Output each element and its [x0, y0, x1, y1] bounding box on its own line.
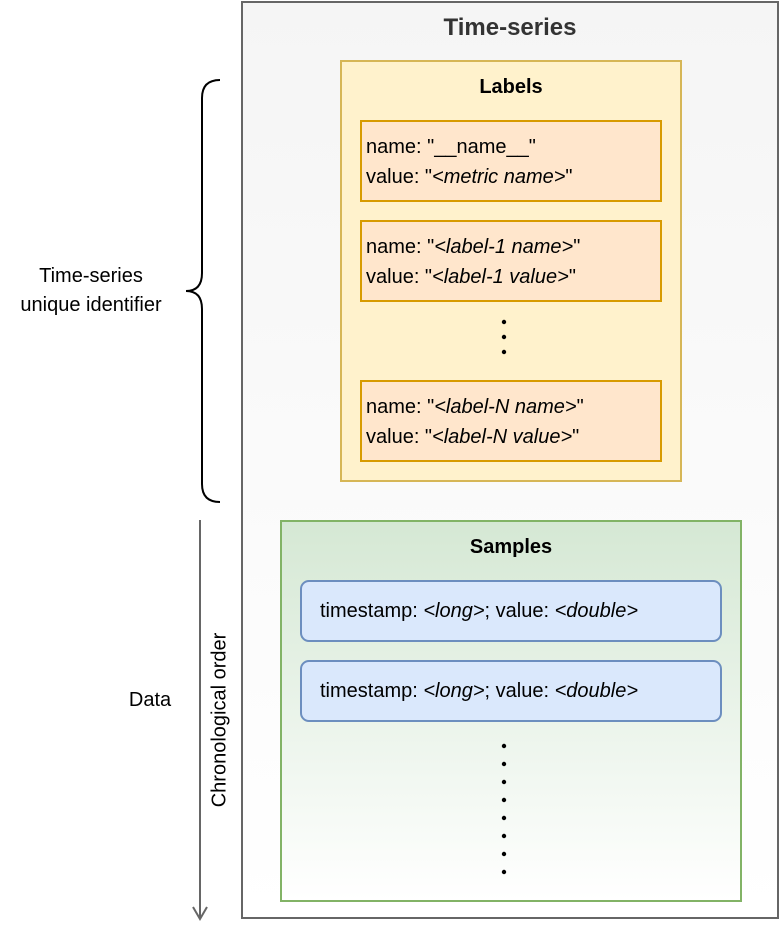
sample-timestamp-prefix: timestamp:	[320, 680, 424, 702]
sample-value-type: <double>	[554, 600, 638, 622]
label-card-label-1: name: "<label-1 name>" value: "<label-1 …	[360, 220, 662, 302]
label-name-prefix: name: "	[366, 136, 435, 158]
sample-value-prefix: ; value:	[484, 680, 555, 702]
sample-value-type: <double>	[554, 680, 638, 702]
label-name-line: name: "__name__"	[366, 132, 660, 162]
sample-value-prefix: ; value:	[484, 600, 555, 622]
label-name-prefix: name: "	[366, 236, 435, 258]
label-value-text: <label-1 value>	[432, 266, 569, 288]
label-value-line: value: "<label-N value>"	[366, 422, 660, 452]
identifier-line-1: Time-series	[39, 265, 143, 287]
label-name-text: __name__	[434, 136, 529, 158]
label-card-metric-name: name: "__name__" value: "<metric name>"	[360, 120, 662, 202]
label-name-prefix: name: "	[366, 396, 435, 418]
labels-title: Labels	[479, 76, 543, 98]
label-value-suffix: "	[565, 166, 573, 188]
label-name-suffix: "	[576, 396, 584, 418]
curly-brace-icon	[185, 79, 221, 503]
label-name-text: <label-N name>	[434, 396, 577, 418]
sample-row-1: timestamp: <long>; value: <double>	[300, 580, 722, 642]
label-value-prefix: value: "	[366, 266, 433, 288]
labels-ellipsis-icon	[501, 319, 507, 355]
samples-ellipsis-icon	[501, 743, 507, 875]
chronological-order-text: Chronological order	[208, 632, 231, 808]
identifier-line-2: unique identifier	[20, 294, 162, 316]
time-series-title: Time-series	[443, 14, 577, 41]
label-value-prefix: value: "	[366, 426, 433, 448]
label-value-line: value: "<metric name>"	[366, 162, 660, 192]
samples-title: Samples	[469, 536, 553, 558]
label-name-line: name: "<label-N name>"	[366, 392, 660, 422]
label-value-prefix: value: "	[366, 166, 433, 188]
label-value-suffix: "	[568, 266, 576, 288]
label-name-suffix: "	[528, 136, 536, 158]
identifier-annotation: Time-series unique identifier	[0, 262, 182, 320]
label-value-text: <metric name>	[432, 166, 566, 188]
label-value-text: <label-N value>	[432, 426, 573, 448]
sample-timestamp-type: <long>	[423, 600, 485, 622]
down-arrow-icon	[192, 520, 208, 921]
data-annotation: Data	[128, 689, 172, 711]
label-card-label-n: name: "<label-N name>" value: "<label-N …	[360, 380, 662, 462]
sample-timestamp-prefix: timestamp:	[320, 600, 424, 622]
label-name-line: name: "<label-1 name>"	[366, 232, 660, 262]
sample-row-2: timestamp: <long>; value: <double>	[300, 660, 722, 722]
label-name-suffix: "	[573, 236, 581, 258]
label-value-suffix: "	[572, 426, 580, 448]
label-name-text: <label-1 name>	[434, 236, 574, 258]
sample-timestamp-type: <long>	[423, 680, 485, 702]
label-value-line: value: "<label-1 value>"	[366, 262, 660, 292]
